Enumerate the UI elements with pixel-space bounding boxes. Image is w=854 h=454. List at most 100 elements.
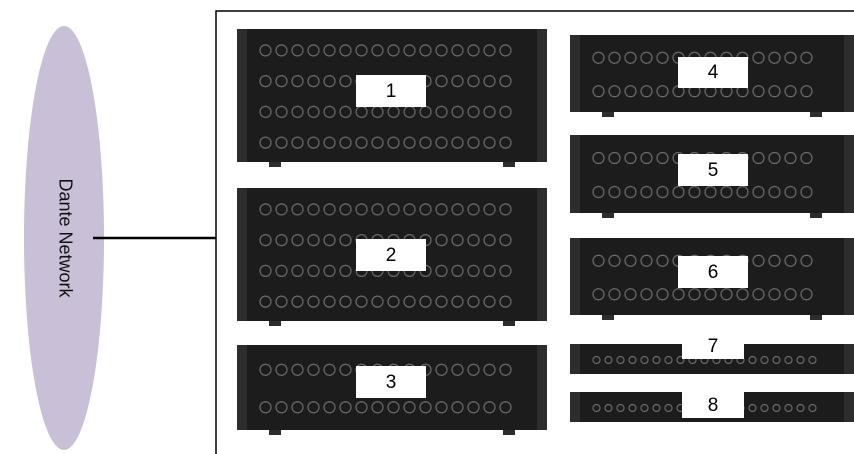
jack	[592, 185, 605, 199]
device-number-3: 3	[386, 372, 397, 393]
jack	[435, 203, 448, 216]
jack	[339, 234, 352, 247]
jack	[467, 136, 480, 149]
jack	[435, 295, 448, 308]
jack	[768, 85, 781, 98]
jack	[275, 75, 288, 88]
jack	[323, 234, 336, 247]
jack	[796, 355, 805, 365]
jack	[403, 136, 416, 149]
jack	[419, 136, 432, 149]
jack	[752, 151, 765, 165]
jack	[371, 295, 384, 308]
jack	[608, 51, 621, 64]
jack	[451, 44, 464, 57]
jack	[355, 295, 368, 308]
jack	[339, 75, 352, 88]
jack	[307, 363, 320, 376]
jack	[640, 85, 653, 98]
jack	[768, 288, 781, 301]
jack	[800, 254, 813, 267]
jack	[259, 401, 272, 414]
jack	[624, 51, 637, 64]
jack	[339, 203, 352, 216]
jack	[419, 44, 432, 57]
jack	[323, 363, 336, 376]
jack	[624, 254, 637, 267]
jack	[403, 401, 416, 414]
jack	[768, 151, 781, 165]
jack	[624, 185, 637, 199]
jack	[307, 75, 320, 88]
jack	[467, 363, 480, 376]
rack-ear	[535, 188, 547, 321]
device-number-7: 7	[708, 336, 719, 357]
jack	[307, 203, 320, 216]
jack	[784, 51, 797, 64]
jack	[720, 288, 733, 301]
jack	[624, 288, 637, 301]
jack	[720, 185, 733, 199]
jack	[339, 264, 352, 277]
jack	[371, 44, 384, 57]
jack	[307, 264, 320, 277]
jack	[467, 401, 480, 414]
jack	[784, 185, 797, 199]
device-number-2: 2	[386, 245, 397, 266]
jack	[451, 401, 464, 414]
jack	[608, 288, 621, 301]
jack	[259, 75, 272, 88]
jack	[784, 288, 797, 301]
jack	[451, 75, 464, 88]
jack	[323, 295, 336, 308]
jack	[307, 136, 320, 149]
device-number-8: 8	[708, 395, 719, 416]
jack	[640, 254, 653, 267]
jack	[772, 403, 781, 413]
jack	[736, 288, 749, 301]
jack	[403, 44, 416, 57]
device-label-7: 7	[682, 333, 744, 359]
jack	[339, 295, 352, 308]
jack	[483, 203, 496, 216]
jack	[499, 75, 512, 88]
jack	[355, 44, 368, 57]
jack	[483, 136, 496, 149]
jack	[419, 401, 432, 414]
jack	[339, 363, 352, 376]
jack	[435, 264, 448, 277]
device-label-5: 5	[678, 154, 748, 186]
jack	[768, 185, 781, 199]
jack	[604, 403, 613, 413]
jack	[499, 363, 512, 376]
rack-ear	[570, 344, 582, 374]
jack	[784, 151, 797, 165]
jack	[387, 136, 400, 149]
jack	[291, 234, 304, 247]
dante-network-label: Dante Network	[55, 178, 75, 298]
device-number-5: 5	[708, 160, 719, 181]
jack	[275, 105, 288, 118]
jack	[467, 234, 480, 247]
device-label-2: 2	[356, 239, 426, 271]
jack	[499, 401, 512, 414]
jack	[608, 185, 621, 199]
jack	[259, 264, 272, 277]
jack	[355, 401, 368, 414]
jack	[323, 401, 336, 414]
jack	[784, 355, 793, 365]
jack	[259, 363, 272, 376]
jack	[435, 136, 448, 149]
jack	[323, 264, 336, 277]
rack-foot	[503, 321, 515, 326]
rack-foot	[269, 430, 281, 435]
jack	[656, 51, 669, 64]
jack	[628, 355, 637, 365]
jack	[640, 151, 653, 165]
jack	[784, 403, 793, 413]
jack	[656, 151, 669, 165]
jack	[403, 203, 416, 216]
rack-ear	[570, 238, 582, 315]
jack	[435, 363, 448, 376]
jack	[592, 355, 601, 365]
